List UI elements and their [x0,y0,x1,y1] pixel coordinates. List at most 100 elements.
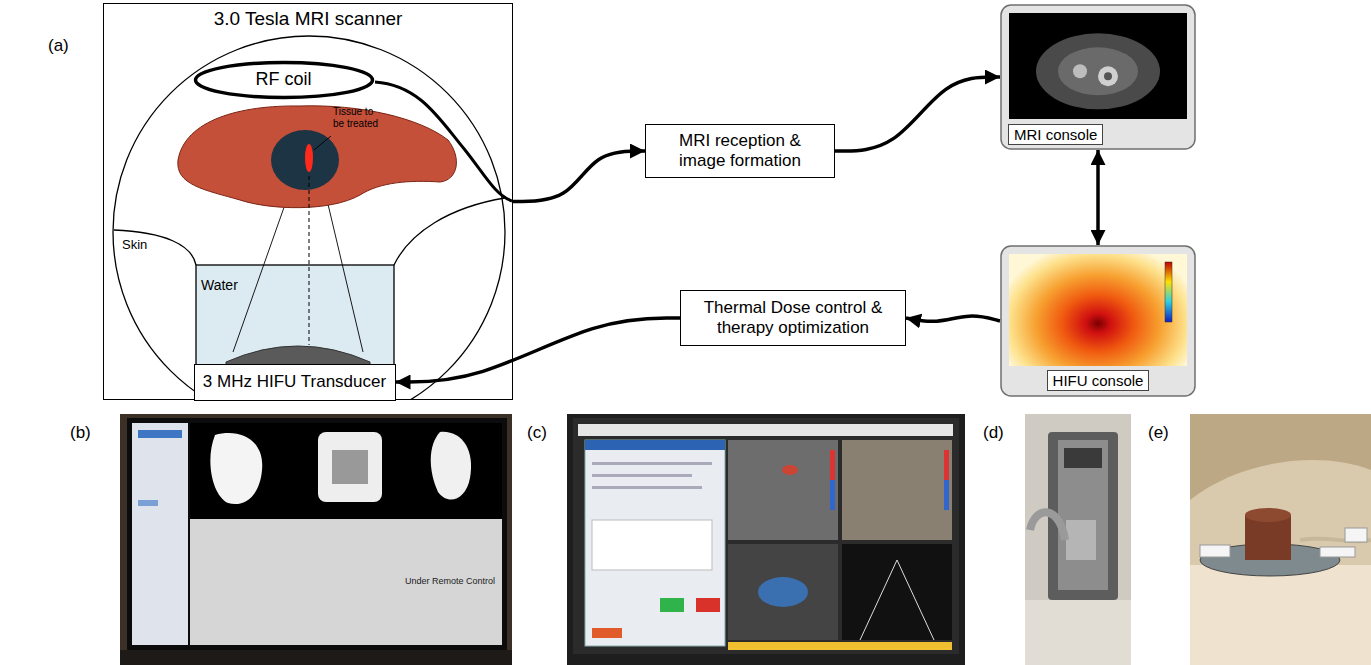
scan-view [431,432,471,500]
mri-detail [1104,72,1112,80]
node-text: Thermal Dose control & therapy optimizat… [689,298,897,337]
scan-view [318,432,382,502]
flow-arrow [1096,150,1100,245]
device-display [1064,448,1102,468]
colorbar [830,480,835,510]
skin-label: Skin [122,238,147,253]
device-hose [1030,512,1065,540]
dialog-row [592,486,702,489]
flow-arrow [835,77,1000,151]
transducer-top [1245,508,1291,522]
focal-spot [305,144,313,172]
tissue-region [178,106,457,208]
monitor-screen [573,418,959,654]
coil-cable [375,82,512,201]
scan-view [210,433,262,504]
mri-detail [1073,64,1087,78]
status-bar [728,642,952,650]
holder-clamp [1345,528,1367,542]
mri-body [1036,33,1160,109]
photo-c [567,414,965,665]
photo-b [120,414,512,665]
beam-outline [860,560,934,640]
target-region [271,130,339,190]
dialog-panel [585,440,725,646]
scan-detail [332,450,368,484]
dialog-widget [592,628,622,638]
color-bar [1165,262,1172,322]
dialog-row [592,462,712,465]
node-text: RF coil [255,69,311,90]
bore-circle [113,36,505,399]
monitor-screen [1009,13,1187,119]
panel-letter: (c) [527,423,547,443]
console-monitor: MRI console [1000,4,1196,150]
photo-ground [567,414,965,665]
table-top [1025,600,1131,665]
panel-letter: (d) [983,423,1004,443]
rf-coil-ellipse: RF coil [193,60,375,100]
process-box: Thermal Dose control & therapy optimizat… [680,290,906,346]
flow-arrow [906,316,1000,321]
process-box: MRI reception & image formation [645,124,835,178]
node-text: 3.0 Tesla MRI scanner [214,8,403,30]
screen-panel [190,519,502,645]
beam-axis [309,176,310,345]
scanner-illustration [113,36,512,399]
start-button [660,598,684,612]
image-quadrant [842,544,952,640]
photo-ground [1025,414,1131,665]
panel-letter: (b) [70,423,91,443]
dialog-header [585,440,725,450]
water-label: Water [201,277,238,293]
colorbar [944,480,949,510]
photo-ground [120,414,512,665]
flow-arrow [513,151,645,202]
device-front [1058,440,1108,590]
image-quadrant [728,544,838,640]
leader-line [314,136,331,150]
photo-e [1190,414,1371,665]
photo-d [1025,414,1131,665]
holder-clamp [1200,545,1230,557]
console-monitor: HIFU console [1000,245,1196,397]
mri-detail [1098,66,1118,86]
dialog-row [592,474,692,477]
title-bar [578,424,953,436]
panel-letter: (e) [1148,423,1169,443]
screen-sidebar [132,423,188,645]
image-quadrant [842,440,952,540]
screen-image-area [190,423,502,519]
device-panel [1066,520,1096,560]
node-text: 3 MHz HIFU Transducer [203,372,386,392]
flow-arrow [396,318,681,382]
screen-message: Under Remote Control [405,576,495,586]
dialog-table [592,520,712,570]
node-text: MRI console [1008,124,1103,145]
node-text: HIFU console [1047,370,1150,391]
colorbar [944,450,949,480]
screen-widget [138,500,158,506]
heat-spot [782,465,798,475]
skin-line [394,198,505,265]
heat-map [1009,254,1187,366]
mri-organ [1058,47,1138,95]
node-text: MRI reception & image formation [654,131,826,170]
skin-line [114,230,196,265]
monitor-base [120,650,512,665]
tissue-label: Tissue to be treated [333,106,383,129]
patient-table [1190,565,1371,665]
panel-letter: (a) [48,36,69,56]
image-quadrant [728,440,838,540]
photo-ground [1190,414,1371,665]
monitor-bezel [127,418,507,650]
water-bath [196,265,394,399]
holder-clamp [1320,547,1355,557]
monitor-bezel [1001,5,1195,149]
screen-widget [138,430,182,438]
stop-button [696,598,720,612]
scanner-bore [1190,414,1371,500]
coil-ring [195,62,372,97]
